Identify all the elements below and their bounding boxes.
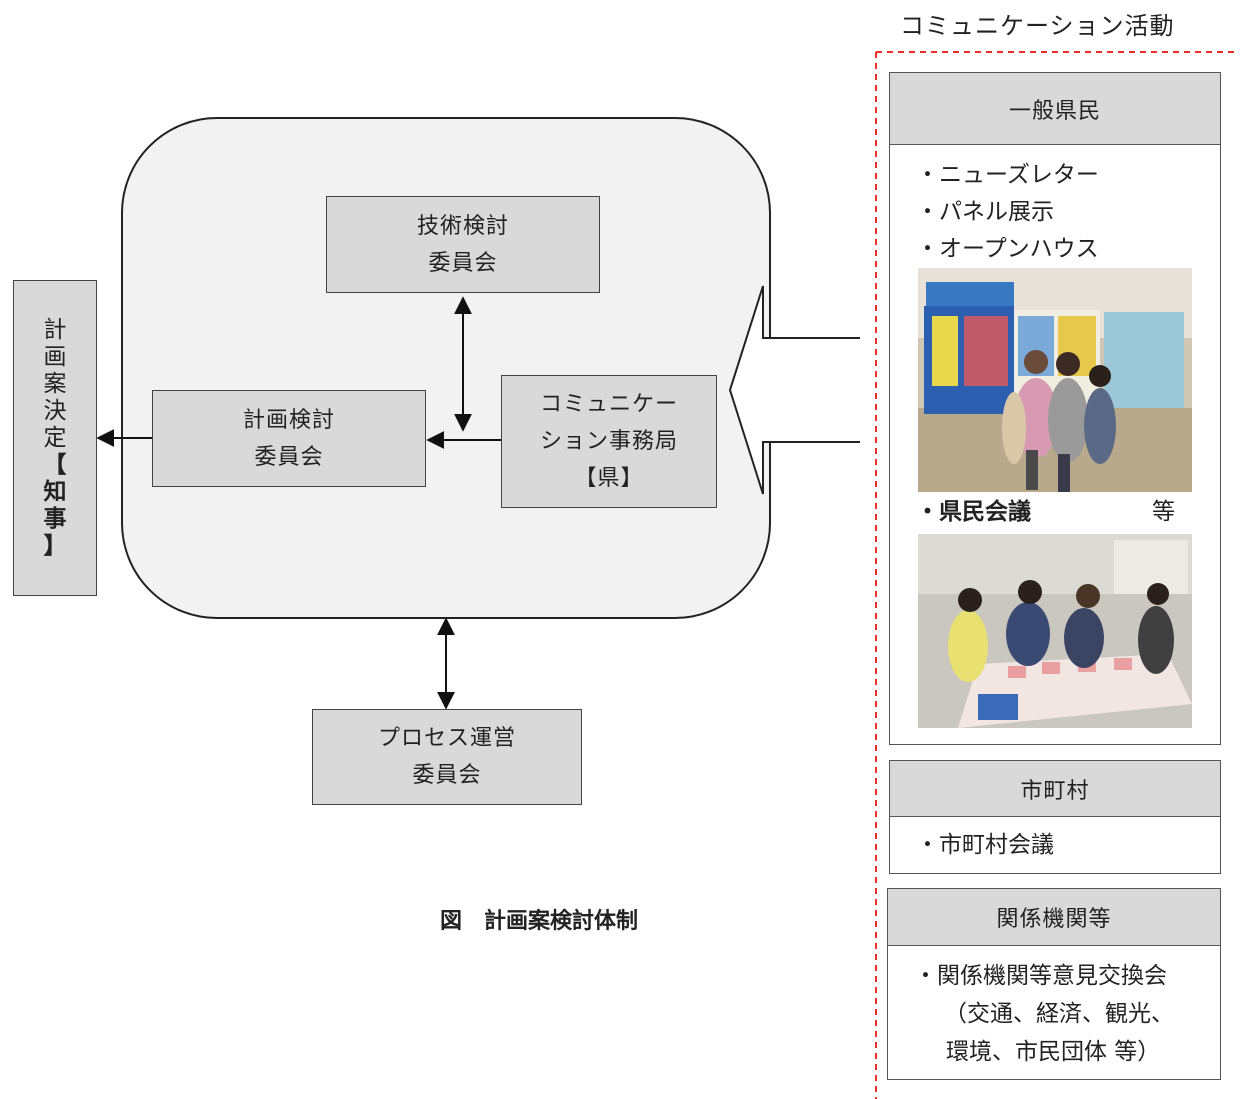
decision-char: 画 (43, 343, 67, 370)
process-line-2: 委員会 (412, 763, 482, 788)
decision-char: 】 (43, 532, 67, 559)
comm-line-3: 【県】 (574, 466, 644, 491)
decision-char: 決 (43, 397, 67, 424)
decision-char: 定 (43, 424, 67, 451)
decision-char: 事 (43, 505, 67, 532)
decision-char: 案 (43, 370, 67, 397)
bullet-prefectural-meeting: ・県民会議 (916, 499, 1031, 525)
tech-line-2: 委員会 (428, 250, 498, 276)
process-line-1: プロセス運営 (377, 726, 516, 751)
tech-committee-box: 技術検討 委員会 (326, 196, 600, 293)
general-public-header: 一般県民 (889, 72, 1221, 145)
bullet-open-house: ・オープンハウス (916, 236, 1099, 262)
bullet-panel-exhibit: ・パネル展示 (916, 199, 1054, 225)
bullet-municipal-meeting: ・市町村会議 (916, 832, 1054, 858)
municipal-header: 市町村 (889, 760, 1221, 817)
comm-office-box: コミュニケー ション事務局 【県】 (501, 375, 717, 508)
comm-line-1: コミュニケー (539, 392, 678, 417)
process-committee-box: プロセス運営 委員会 (312, 709, 582, 805)
municipal-body: ・市町村会議 (889, 817, 1221, 874)
decision-char: 計 (43, 316, 67, 343)
tech-line-1: 技術検討 (416, 213, 509, 239)
agencies-line-3: 環境、市民団体 等） (946, 1039, 1161, 1065)
decision-char: 【 (43, 451, 67, 478)
comm-line-2: ション事務局 (539, 429, 678, 454)
meeting-suffix: 等 (1152, 499, 1175, 525)
figure-caption: 図 計画案検討体制 (440, 909, 639, 934)
open-house-photo (918, 268, 1192, 492)
bullet-agencies-exchange: ・関係機関等意見交換会 (914, 963, 1167, 989)
activities-title: コミュニケーション活動 (900, 12, 1175, 40)
plan-decision-box: 計 画 案 決 定 【 知 事 】 (13, 280, 97, 596)
general-public-body: ・ニューズレター ・パネル展示 ・オープンハウス ・県民会議 等 (889, 145, 1221, 745)
prefectural-meeting-photo (918, 534, 1192, 728)
plan-line-2: 委員会 (254, 444, 324, 470)
agencies-body: ・関係機関等意見交換会 （交通、経済、観光、 環境、市民団体 等） (887, 946, 1221, 1080)
input-arrow (728, 285, 860, 495)
plan-line-1: 計画検討 (242, 407, 335, 433)
decision-char: 知 (43, 478, 67, 505)
bullet-newsletter: ・ニューズレター (916, 162, 1099, 188)
plan-committee-box: 計画検討 委員会 (152, 390, 426, 487)
agencies-header: 関係機関等 (887, 888, 1221, 946)
committee-frame (121, 117, 771, 619)
agencies-line-2: （交通、経済、観光、 (944, 1001, 1174, 1027)
